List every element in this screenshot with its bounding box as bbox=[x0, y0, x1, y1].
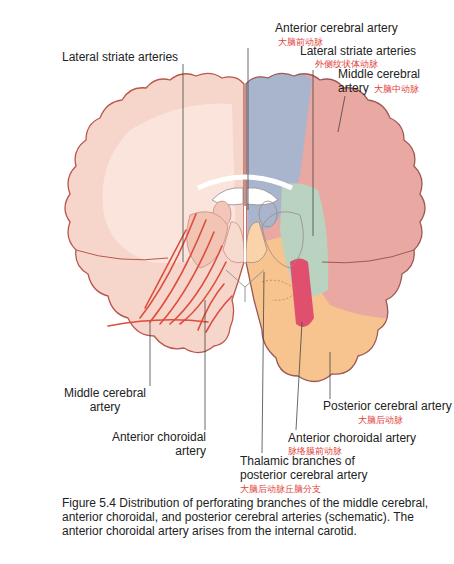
corpus-callosum bbox=[198, 177, 292, 188]
artery-label: Anterior choroidal artery bbox=[96, 430, 206, 458]
artery-label: Thalamic branches of posterior cerebral … bbox=[240, 454, 390, 482]
artery-label: Lateral striate arteries bbox=[300, 44, 416, 58]
right-territories bbox=[240, 60, 440, 400]
lateral-ventricle bbox=[212, 188, 243, 205]
chinese-label: 大脑后动脉丘脑分支 bbox=[240, 484, 321, 494]
artery-label: Anterior cerebral artery bbox=[275, 21, 398, 35]
chinese-label: 大脑后动脉 bbox=[358, 415, 403, 425]
artery-label: Posterior cerebral artery bbox=[323, 399, 452, 413]
figure-caption: Figure 5.4 Distribution of perforating b… bbox=[62, 496, 434, 538]
thalamus bbox=[223, 222, 244, 263]
lentiform-nucleus bbox=[262, 212, 303, 268]
dotted-outline bbox=[262, 280, 296, 300]
thalamus bbox=[246, 222, 267, 263]
leader-lines bbox=[150, 48, 345, 453]
sylvian-fissure bbox=[322, 250, 414, 263]
sylvian-fissure bbox=[76, 250, 168, 260]
right-hemisphere bbox=[246, 73, 425, 381]
chinese-label: 大脑中动脉 bbox=[374, 84, 419, 94]
artery-label: Lateral striate arteries bbox=[62, 50, 178, 64]
third-ventricle bbox=[244, 206, 246, 262]
left-hemisphere bbox=[65, 73, 244, 352]
artery-label: Middle cerebral artery bbox=[56, 386, 154, 414]
lateral-ventricle bbox=[247, 188, 278, 205]
lateral-striate-arteries bbox=[108, 214, 232, 332]
artery-label: Anterior choroidal artery bbox=[288, 431, 416, 445]
